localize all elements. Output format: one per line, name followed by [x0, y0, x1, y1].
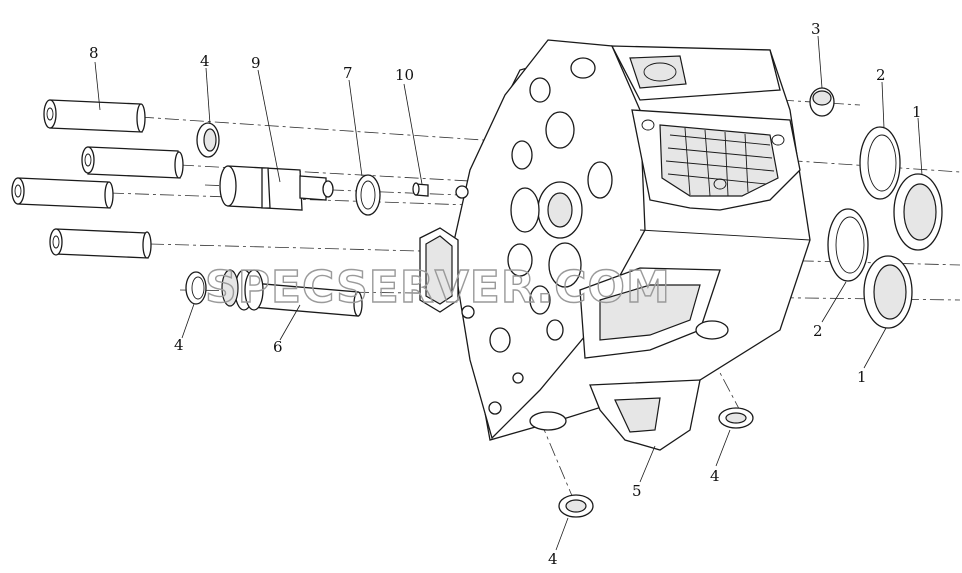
callout-4-bottom: 4	[548, 550, 558, 568]
seal-ring-4-left	[185, 271, 207, 305]
callout-7: 7	[343, 64, 353, 82]
leader-lines	[94, 35, 923, 551]
ring-2-lower	[827, 208, 869, 282]
callout-10: 10	[395, 66, 414, 84]
callout-8: 8	[89, 44, 99, 62]
plug-mid	[81, 146, 184, 179]
callout-6: 6	[273, 338, 283, 356]
callout-1-bottom: 1	[857, 368, 867, 386]
callout-9: 9	[251, 54, 261, 72]
ring-2-upper	[859, 126, 901, 200]
pin-10	[412, 182, 429, 197]
plug-lower	[11, 177, 114, 209]
watermark-text: SPECSERVER.COM	[205, 262, 671, 313]
ring-1-lower	[863, 255, 913, 329]
callout-3: 3	[811, 20, 821, 38]
plug-bottom	[49, 228, 152, 259]
mesh-screen	[665, 127, 775, 197]
callout-1-top: 1	[912, 103, 922, 121]
ring-1-upper	[893, 173, 943, 251]
callout-2-top: 2	[876, 66, 886, 84]
o-ring-7	[355, 174, 381, 216]
callout-4-left: 4	[174, 336, 184, 354]
front-plate-ports	[455, 57, 613, 415]
seal-ring-4-bottom	[558, 494, 594, 518]
plug-8-top	[43, 99, 146, 133]
spool-9	[219, 165, 334, 211]
cap-3	[809, 87, 835, 117]
callout-4-top: 4	[200, 52, 210, 70]
callout-5: 5	[632, 482, 642, 500]
seal-ring-4-right	[718, 407, 754, 429]
callout-labels: 8 4 9 7 10 3 2 1 2 1 4 6 5 4 4	[89, 20, 922, 568]
callout-2-bottom: 2	[813, 322, 823, 340]
spool-6	[221, 269, 363, 317]
callout-4-right: 4	[710, 467, 720, 485]
seal-ring-4-upper	[196, 122, 220, 158]
valve-housing	[419, 39, 811, 451]
